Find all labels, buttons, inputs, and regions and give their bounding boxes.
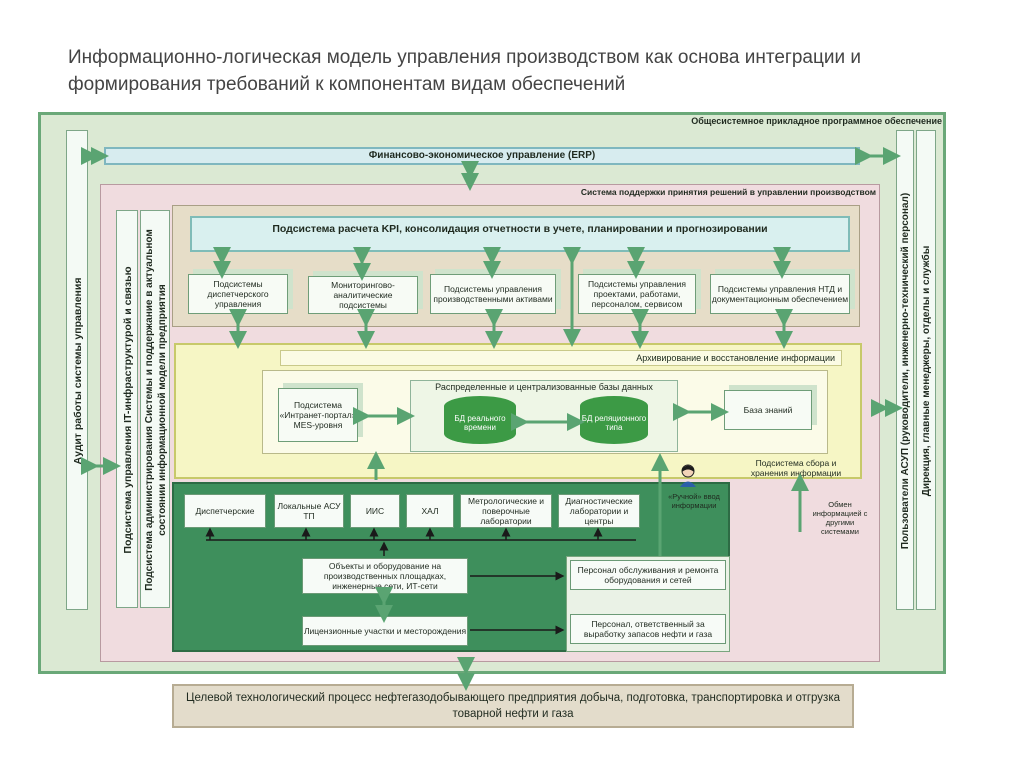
subsystem-assets: Подсистемы управления производственными … <box>430 274 556 314</box>
manual-input-label: «Ручной» ввод информации <box>668 492 720 510</box>
direction-panel: Дирекция, главные менеджеры, отделы и сл… <box>916 130 936 610</box>
subsystem-projects: Подсистемы управления проектами, работам… <box>578 274 696 314</box>
field-hal: ХАЛ <box>406 494 454 528</box>
databases-title: Распределенные и централизованные базы д… <box>435 382 653 392</box>
field-diagnostics: Диагностические лаборатории и центры <box>558 494 640 528</box>
subsystem-dispatch: Подсистемы диспетчерского управления <box>188 274 288 314</box>
knowledge-base: База знаний <box>724 390 812 430</box>
person-icon <box>678 463 698 487</box>
db-relational: БД реляционного типа <box>580 396 648 444</box>
audit-panel: Аудит работы системы управления <box>66 130 88 610</box>
dss-header: Система поддержки принятия решений в упр… <box>580 187 876 197</box>
kpi-subsystem: Подсистема расчета KPI, консолидация отч… <box>190 216 850 252</box>
exchange-label: Обмен информацией с другими системами <box>812 500 868 536</box>
field-metrology: Метрологические и поверочные лаборатории <box>460 494 552 528</box>
users-panel: Пользователи АСУП (руководители, инженер… <box>896 130 914 610</box>
subsystem-ntd: Подсистемы управления НТД и документацио… <box>710 274 850 314</box>
subsystem-monitoring: Мониторингово-аналитические подсистемы <box>308 276 418 314</box>
field-local-asu: Локальные АСУ ТП <box>274 494 344 528</box>
staff-reserves: Персонал, ответственный за выработку зап… <box>570 614 726 644</box>
field-dispatch: Диспетчерские <box>184 494 266 528</box>
archive-bar: Архивирование и восстановление информаци… <box>280 350 842 366</box>
admin-panel: Подсистема администрирования Системы и п… <box>140 210 170 608</box>
target-process: Целевой технологический процесс нефтегаз… <box>172 684 854 728</box>
it-infra-panel: Подсистема управления IT-инфраструктурой… <box>116 210 138 608</box>
general-software-header: Общесистемное прикладное программное обе… <box>691 116 942 126</box>
page-title: Информационно-логическая модель управлен… <box>68 47 861 95</box>
staff-service: Персонал обслуживания и ремонта оборудов… <box>570 560 726 590</box>
db-realtime: БД реального времени <box>444 396 516 444</box>
